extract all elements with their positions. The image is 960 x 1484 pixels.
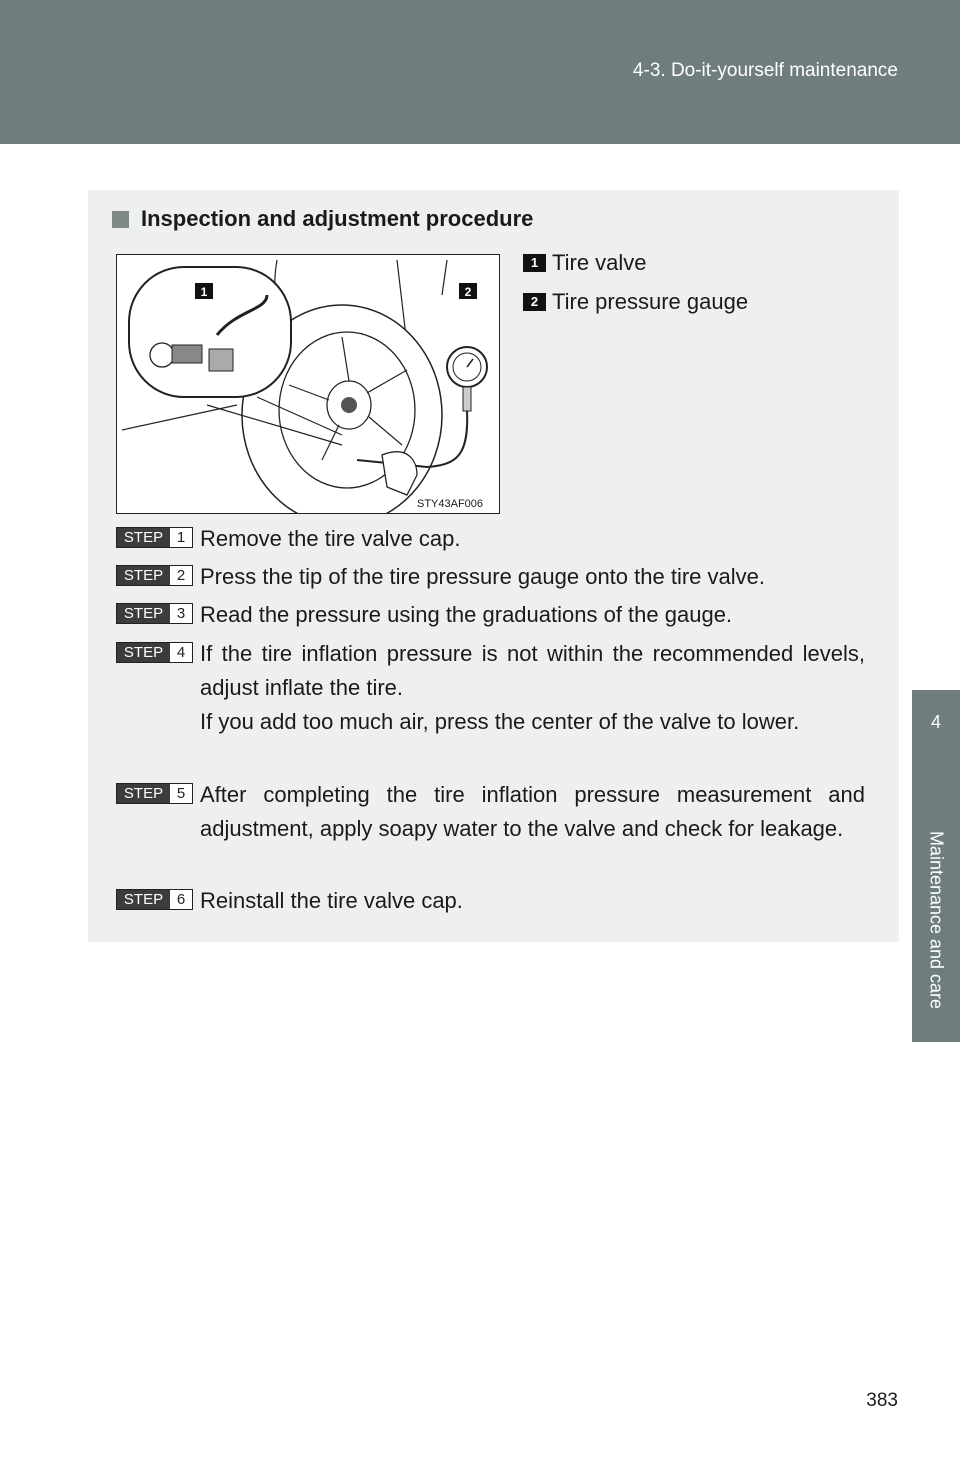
step-line: Read the pressure using the graduations … [200, 602, 733, 627]
step-badge-number: 4 [170, 643, 192, 662]
step-line: Reinstall the tire valve cap. [200, 888, 463, 913]
header-section-title: 4-3. Do-it-yourself maintenance [632, 60, 898, 81]
step-line: If you add too much air, press the cente… [200, 709, 800, 734]
step-line: If the tire inflation pressure is not wi… [200, 641, 865, 700]
callout-1-label: 1 [201, 285, 208, 299]
page-number: 383 [866, 1390, 898, 1411]
step-line: Remove the tire valve cap. [200, 526, 461, 551]
step-text: If the tire inflation pressure is not wi… [200, 637, 865, 739]
step-badge-number: 2 [170, 566, 192, 585]
number-1-badge: 1 [523, 254, 546, 272]
chapter-side-tab: 4 Maintenance and care [912, 690, 960, 1042]
step-badge-number: 1 [170, 528, 192, 547]
step-line: After completing the tire inflation pres… [200, 782, 865, 841]
chapter-number: 4 [930, 712, 941, 732]
step-text: Read the pressure using the graduations … [200, 598, 865, 632]
step-text: After completing the tire inflation pres… [200, 778, 865, 846]
step-badge-label: STEP [117, 528, 170, 547]
figure-code: STY43AF006 [417, 498, 484, 510]
chapter-label: Maintenance and care [926, 830, 947, 1010]
tire-illustration: 1 2 STY43AF006 [116, 254, 500, 514]
callout-2-label: 2 [465, 285, 472, 299]
step-text: Reinstall the tire valve cap. [200, 884, 865, 918]
step-badge-number: 5 [170, 784, 192, 803]
step-badge-label: STEP [117, 784, 170, 803]
legend-label-2: Tire pressure gauge [552, 289, 749, 314]
section-title-text: Inspection and adjustment procedure [141, 206, 534, 231]
step-badge-label: STEP [117, 890, 170, 909]
callout-1-box [195, 283, 213, 299]
step-badge-number: 3 [170, 604, 192, 623]
step-line: Press the tip of the tire pressure gauge… [200, 564, 765, 589]
page-header: 4-3. Do-it-yourself maintenance [0, 0, 960, 144]
square-bullet-icon [112, 210, 129, 228]
step-badge-label: STEP [117, 566, 170, 585]
legend-label-1: Tire valve [552, 250, 647, 275]
step-badge-label: STEP [117, 604, 170, 623]
tire-drawing: 1 2 [121, 259, 488, 513]
step-badge-number: 6 [170, 890, 192, 909]
callout-2-box [459, 283, 477, 299]
legend-item-2: 2 Tire pressure gauge [523, 289, 748, 315]
section-heading: Inspection and adjustment procedure [112, 206, 533, 232]
step-badge-label: STEP [117, 643, 170, 662]
step-text: Remove the tire valve cap. [200, 522, 865, 556]
legend-item-1: 1 Tire valve [523, 250, 647, 276]
step-text: Press the tip of the tire pressure gauge… [200, 560, 865, 594]
number-2-badge: 2 [523, 293, 546, 311]
